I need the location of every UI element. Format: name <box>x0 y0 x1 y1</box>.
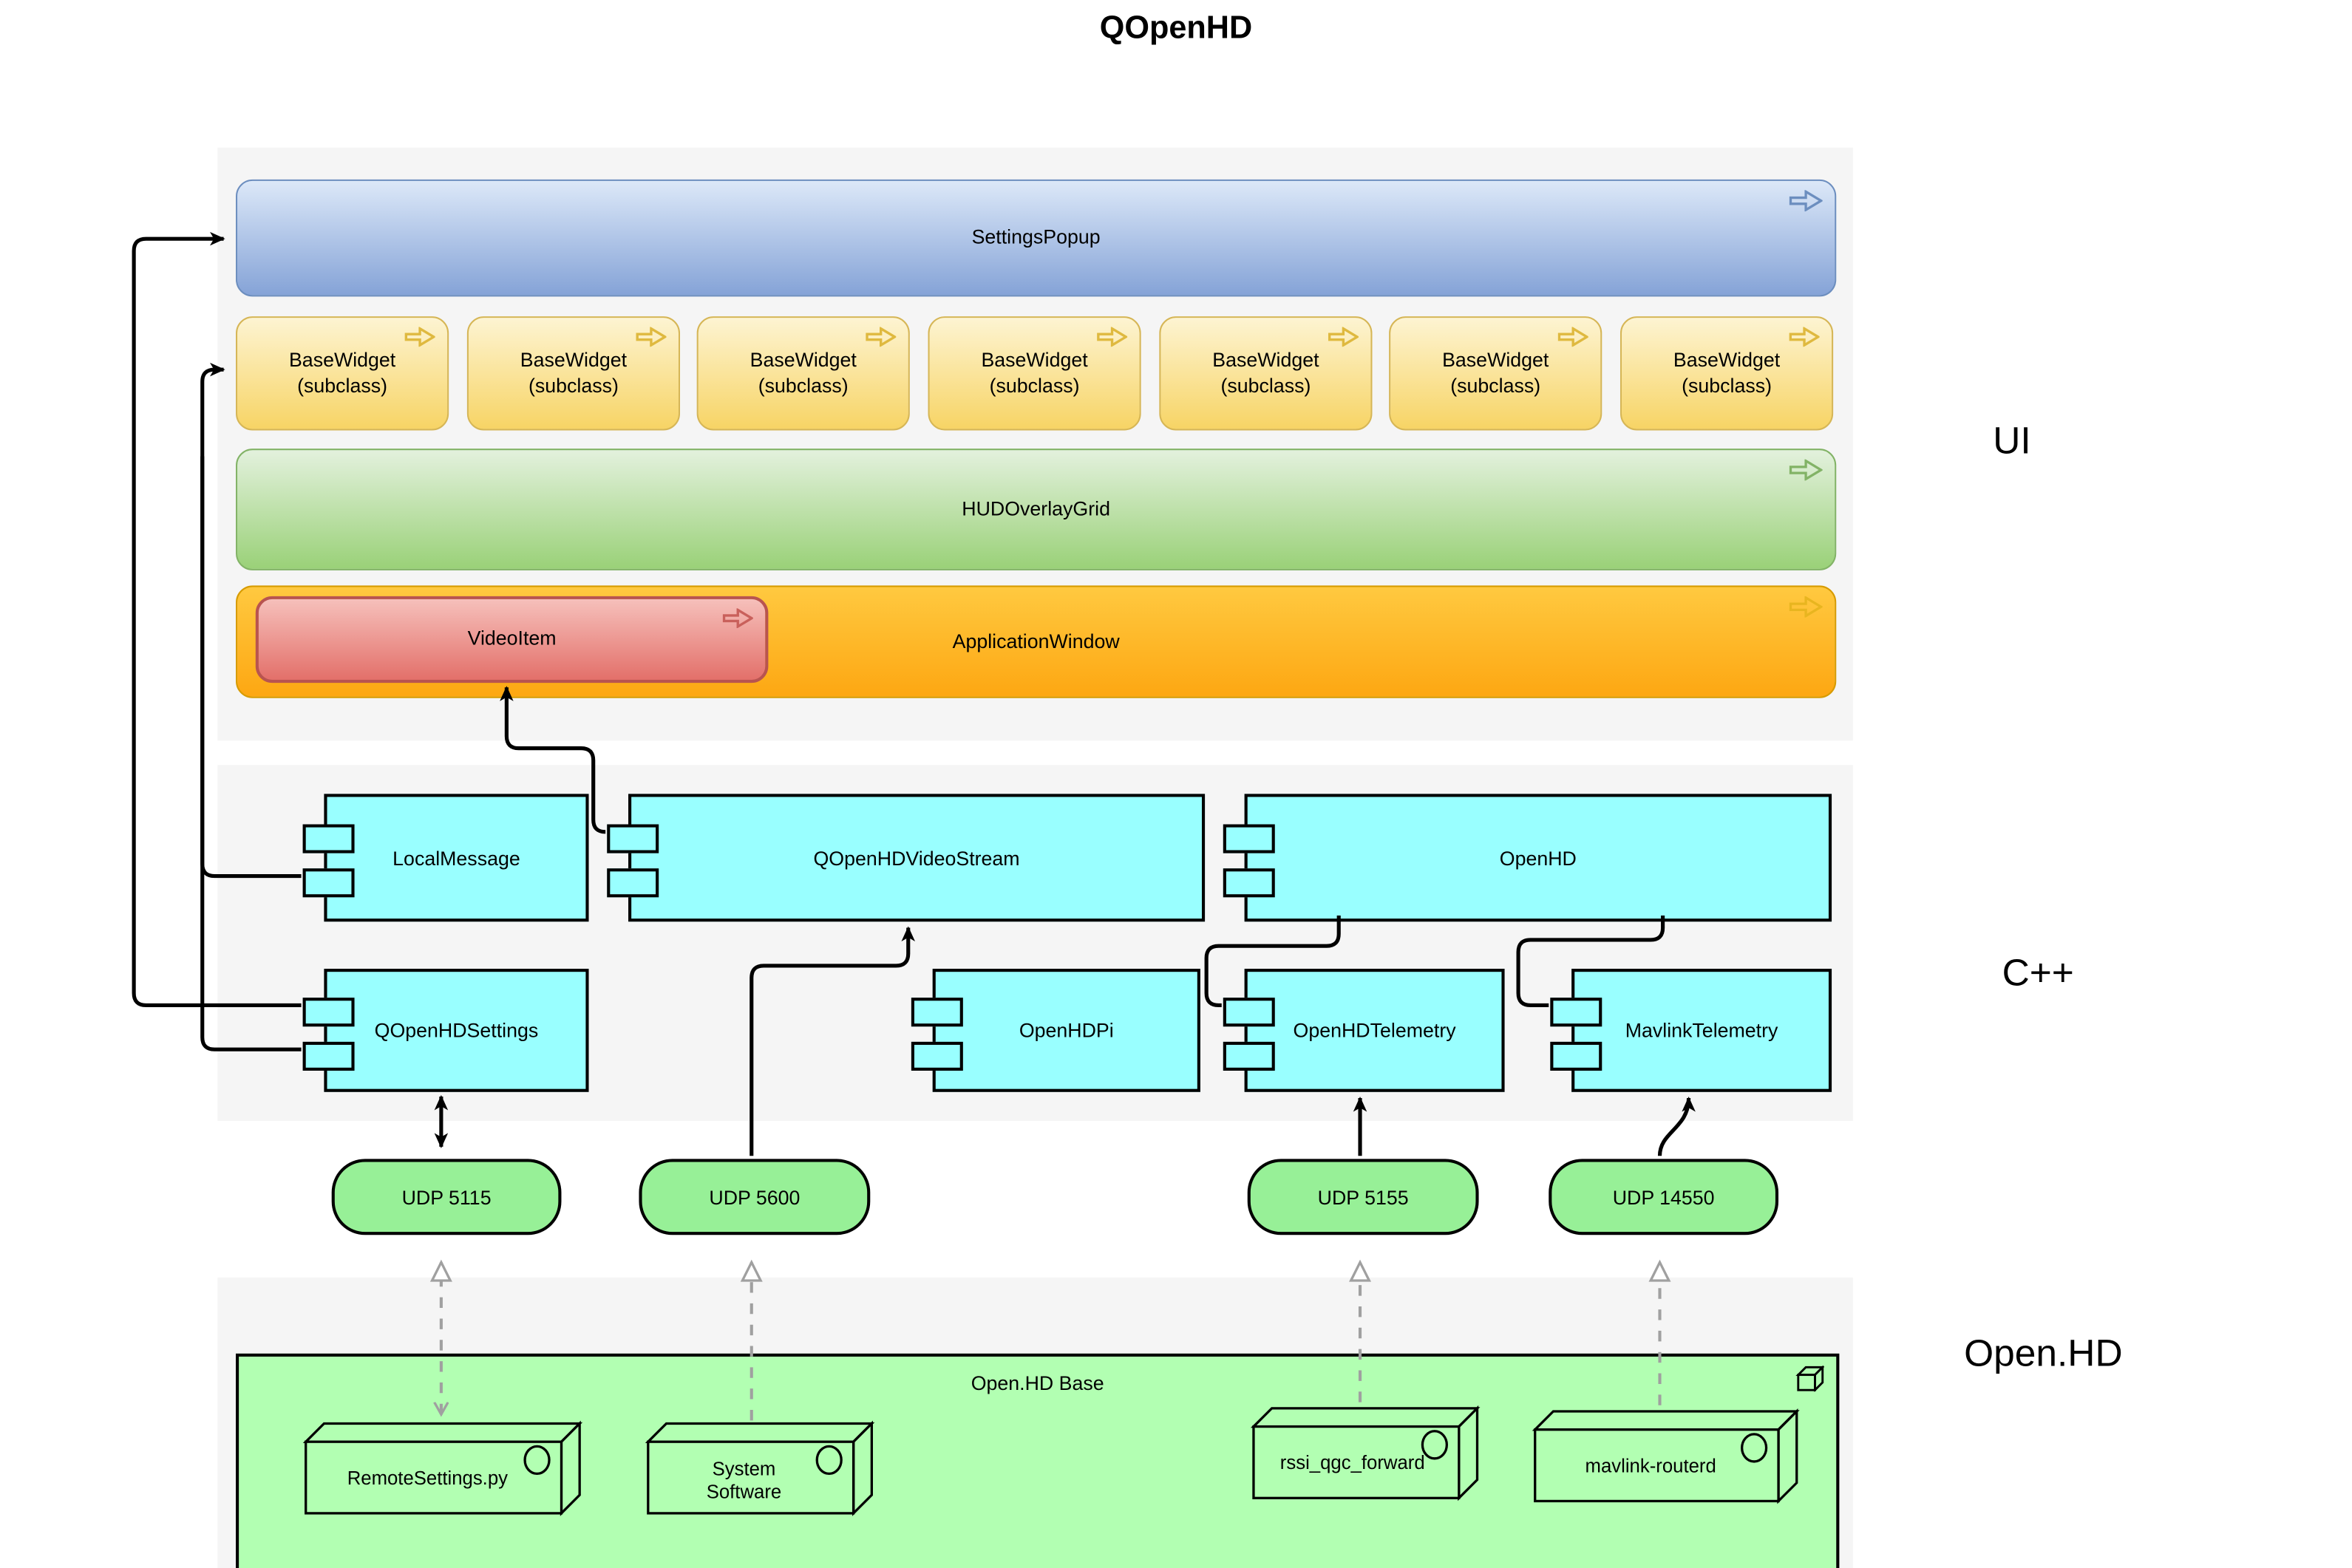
qopenhd-settings-component: QOpenHDSettings <box>302 969 589 1092</box>
local-message-label: LocalMessage <box>392 846 520 870</box>
component-port <box>1550 1041 1602 1071</box>
base-widget-sublabel: (subclass) <box>1450 373 1541 397</box>
base-widget-box-2: BaseWidget (subclass) <box>466 316 681 431</box>
component-port <box>911 1041 963 1071</box>
component-port <box>302 868 355 898</box>
openhd-section-label: Open.HD <box>1964 1332 2123 1375</box>
qopenhd-video-stream-component: QOpenHDVideoStream <box>607 794 1206 922</box>
base-widget-label: BaseWidget <box>1212 348 1319 372</box>
mavlink-telemetry-label: MavlinkTelemetry <box>1625 1018 1778 1042</box>
base-widget-box-3: BaseWidget (subclass) <box>696 316 910 431</box>
hud-overlay-grid-box: HUDOverlayGrid <box>236 449 1837 570</box>
base-widget-sublabel: (subclass) <box>1220 373 1311 397</box>
link-arrow-icon <box>1557 327 1588 347</box>
local-message-component: LocalMessage <box>302 794 589 922</box>
cube-icon <box>1795 1366 1824 1392</box>
link-arrow-icon <box>1789 459 1823 481</box>
base-widget-box-5: BaseWidget (subclass) <box>1159 316 1373 431</box>
video-item-label: VideoItem <box>467 627 557 650</box>
openhd-pi-label: OpenHDPi <box>1019 1018 1114 1042</box>
mavlink-telemetry-component: MavlinkTelemetry <box>1550 969 1832 1092</box>
link-arrow-icon <box>636 327 667 347</box>
udp-5600-pill: UDP 5600 <box>639 1159 871 1235</box>
udp-14550-label: UDP 14550 <box>1612 1185 1715 1209</box>
hud-overlay-grid-label: HUDOverlayGrid <box>962 497 1110 520</box>
link-arrow-icon <box>866 327 897 347</box>
base-widget-sublabel: (subclass) <box>297 373 388 397</box>
mavlink-routerd-node: mavlink-routerd <box>1532 1408 1800 1504</box>
link-arrow-icon <box>1328 327 1359 347</box>
video-item-box: VideoItem <box>255 596 769 684</box>
component-port <box>302 998 355 1027</box>
system-software-node: System Software <box>645 1420 875 1516</box>
remote-settings-node: RemoteSettings.py <box>302 1420 583 1516</box>
udp-5155-label: UDP 5155 <box>1317 1185 1409 1209</box>
settings-popup-box: SettingsPopup <box>236 179 1837 297</box>
lollipop-icon <box>815 1445 843 1476</box>
remote-settings-label: RemoteSettings.py <box>347 1468 508 1489</box>
rssi-qgc-forward-label: rssi_qgc_forward <box>1280 1453 1425 1473</box>
udp-5600-label: UDP 5600 <box>709 1185 801 1209</box>
rssi-qgc-forward-node: rssi_qgc_forward <box>1250 1405 1481 1501</box>
openhd-component: OpenHD <box>1223 794 1832 922</box>
application-window-label: ApplicationWindow <box>952 629 1120 652</box>
link-arrow-icon <box>1789 190 1823 212</box>
base-widget-label: BaseWidget <box>288 348 396 372</box>
base-widget-box-7: BaseWidget (subclass) <box>1619 316 1834 431</box>
component-port <box>1550 998 1602 1027</box>
base-widget-box-6: BaseWidget (subclass) <box>1389 316 1602 431</box>
link-arrow-icon <box>722 608 753 629</box>
base-widget-sublabel: (subclass) <box>528 373 619 397</box>
link-arrow-icon <box>404 327 435 347</box>
udp-5155-pill: UDP 5155 <box>1247 1159 1479 1235</box>
link-arrow-icon <box>1097 327 1128 347</box>
component-port <box>607 868 659 898</box>
component-port <box>607 824 659 853</box>
udp-5115-pill: UDP 5115 <box>331 1159 562 1235</box>
openhd-base-label: Open.HD Base <box>971 1371 1104 1395</box>
qopenhd-settings-label: QOpenHDSettings <box>374 1018 539 1042</box>
lollipop-icon <box>523 1445 551 1476</box>
ui-section-label: UI <box>1993 420 2031 463</box>
base-widget-label: BaseWidget <box>981 348 1088 372</box>
diagram-title: QOpenHD <box>1099 10 1253 46</box>
component-port <box>1223 868 1275 898</box>
base-widget-label: BaseWidget <box>1673 348 1781 372</box>
component-port <box>302 824 355 853</box>
openhd-telemetry-label: OpenHDTelemetry <box>1293 1018 1456 1042</box>
openhd-label: OpenHD <box>1499 846 1577 870</box>
settings-popup-label: SettingsPopup <box>971 225 1101 249</box>
component-port <box>911 998 963 1027</box>
cpp-section-label: C++ <box>2002 952 2074 995</box>
lollipop-icon <box>1740 1433 1768 1463</box>
component-port <box>1223 998 1275 1027</box>
base-widget-box-4: BaseWidget (subclass) <box>928 316 1141 431</box>
openhd-telemetry-component: OpenHDTelemetry <box>1223 969 1505 1092</box>
link-arrow-icon <box>1789 596 1823 618</box>
udp-5115-label: UDP 5115 <box>401 1185 492 1209</box>
openhd-pi-component: OpenHDPi <box>911 969 1200 1092</box>
link-arrow-icon <box>1789 327 1820 347</box>
system-software-label-line1: System <box>713 1459 776 1479</box>
base-widget-sublabel: (subclass) <box>758 373 849 397</box>
base-widget-label: BaseWidget <box>750 348 857 372</box>
mavlink-routerd-label: mavlink-routerd <box>1585 1456 1716 1476</box>
base-widget-label: BaseWidget <box>1442 348 1549 372</box>
component-port <box>1223 824 1275 853</box>
qopenhd-video-stream-label: QOpenHDVideoStream <box>813 846 1020 870</box>
component-port <box>1223 1041 1275 1071</box>
base-widget-box-1: BaseWidget (subclass) <box>236 316 449 431</box>
udp-14550-pill: UDP 14550 <box>1549 1159 1779 1235</box>
lollipop-icon <box>1421 1430 1448 1460</box>
system-software-label-line2: Software <box>707 1482 782 1502</box>
base-widget-sublabel: (subclass) <box>989 373 1080 397</box>
base-widget-label: BaseWidget <box>520 348 628 372</box>
base-widget-sublabel: (subclass) <box>1682 373 1773 397</box>
component-port <box>302 1041 355 1071</box>
